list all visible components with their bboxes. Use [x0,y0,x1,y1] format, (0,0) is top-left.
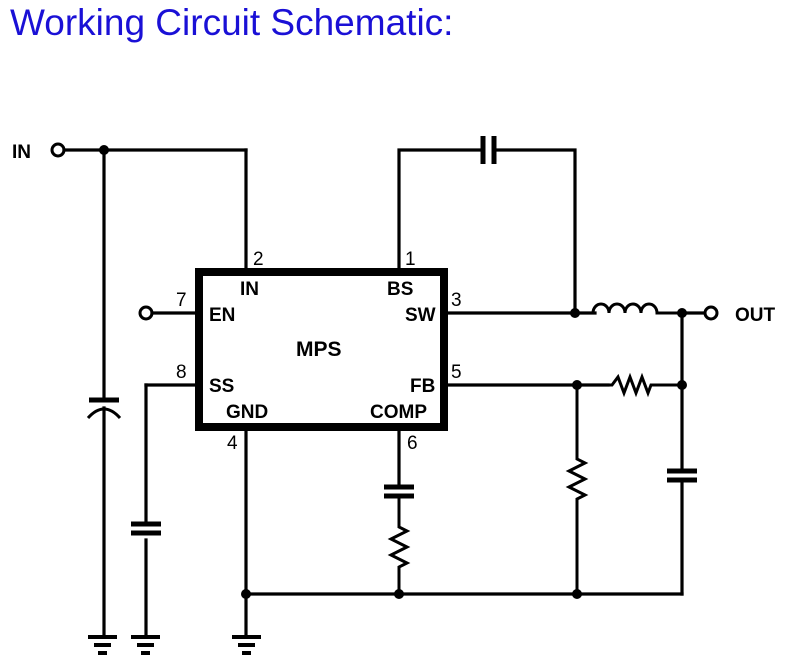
pin-label-gnd: GND [226,402,268,423]
enable-terminal [138,305,154,321]
ground-junction [241,589,251,599]
ground-icon [232,635,261,655]
pin-label-sw: SW [405,305,436,326]
pin-number-3: 3 [451,290,462,311]
input-terminal-label: IN [12,142,31,163]
output-terminal-label: OUT [735,305,776,326]
pin-label-bs: BS [387,279,413,300]
pin-number-1: 1 [405,249,416,270]
output-terminal [703,305,719,321]
bootstrap-capacitor [397,136,577,315]
pin-number-8: 8 [176,362,187,383]
pin-number-7: 7 [176,290,187,311]
pin-number-2: 2 [253,249,264,270]
ground-icon [88,635,117,655]
output-capacitor [667,311,697,596]
input-terminal [50,142,66,158]
pin-label-en: EN [209,305,235,326]
pin-label-fb: FB [410,376,435,397]
compensation-resistor [387,498,411,594]
page-title: Working Circuit Schematic: [10,2,454,43]
ground-icon [131,538,160,655]
compensation-network [384,427,414,594]
input-capacitor [86,148,122,638]
feedback-top-resistor [608,372,682,398]
mps-chip [195,268,448,431]
output-inductor [591,302,682,315]
pin-number-5: 5 [451,362,462,383]
pin-number-6: 6 [407,433,418,454]
chip-name: MPS [296,338,342,361]
ground-junction [572,589,582,599]
pin-label-ss: SS [209,376,234,397]
soft-start-capacitor [131,383,199,536]
sw-junction [570,308,580,318]
pin-label-comp: COMP [370,402,427,423]
pin-number-4: 4 [227,433,238,454]
pin-label-in: IN [240,279,259,300]
feedback-bottom-resistor [565,385,589,594]
ground-junction [394,589,404,599]
fb-out-junction [677,380,687,390]
